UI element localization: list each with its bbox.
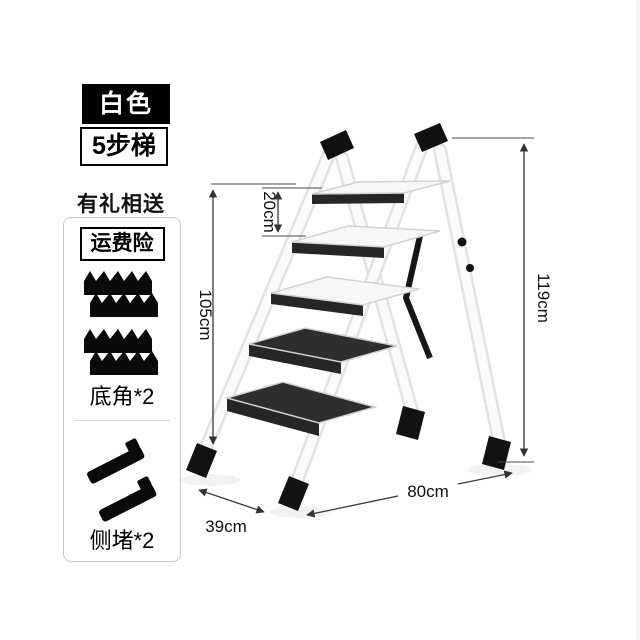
side-clips-icon: [87, 438, 157, 522]
divider: [74, 420, 170, 422]
dim-base-width: 80cm: [407, 482, 449, 501]
front-foot: [186, 443, 217, 478]
step-3: [270, 276, 420, 316]
dimensions: 119cm 105cm 20cm 39cm 80cm: [196, 137, 553, 536]
side-clips-label: 侧堵*2: [89, 528, 155, 554]
shadow: [468, 464, 532, 476]
front-foot: [278, 476, 309, 511]
step-platform: [311, 180, 451, 204]
hinge-cap: [320, 130, 354, 160]
ladder: [186, 123, 511, 511]
corner-feet-label: 底角*2: [89, 384, 155, 410]
shipping-insurance-badge: 运费险: [79, 227, 165, 262]
steps-badge: 5步梯: [80, 127, 168, 167]
gift-title: 有礼相送: [77, 193, 165, 216]
dim-base-depth: 39cm: [205, 517, 247, 536]
corner-feet-icon: [84, 271, 158, 376]
step-2: [291, 225, 441, 258]
color-badge: 白色: [82, 84, 171, 124]
dim-step-depth: 20cm: [260, 191, 279, 233]
folding-strut: [403, 235, 433, 360]
dim-front-height: 105cm: [196, 289, 215, 340]
step-5: [224, 381, 378, 436]
gift-box: 运费险 底角*2 侧堵*2: [63, 217, 181, 562]
shadow: [180, 474, 240, 486]
rear-foot: [396, 406, 425, 440]
hinge-cap: [414, 123, 448, 152]
step-4: [248, 327, 398, 374]
dim-total-height: 119cm: [534, 273, 553, 323]
